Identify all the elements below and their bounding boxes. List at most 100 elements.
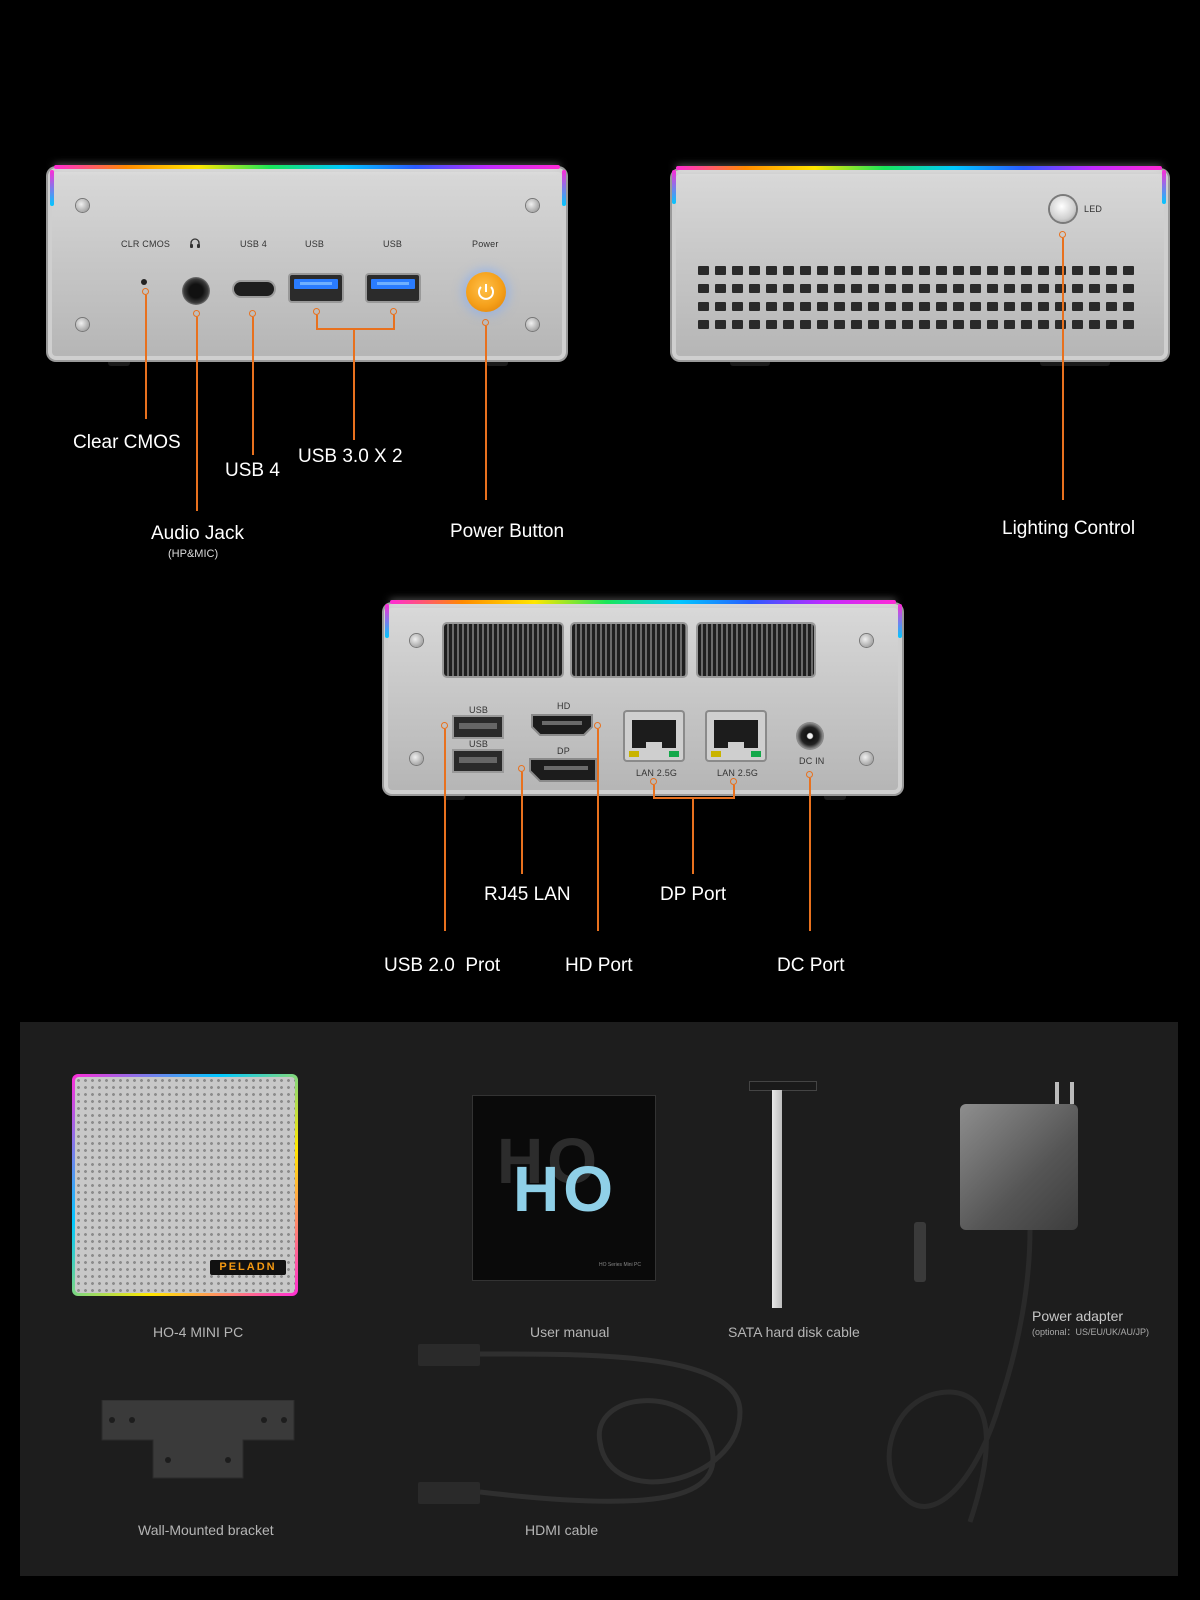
vent-hole bbox=[1038, 266, 1049, 275]
vent-hole bbox=[1004, 284, 1015, 293]
usb20-port-1[interactable] bbox=[454, 717, 502, 737]
vent-hole bbox=[800, 302, 811, 311]
lan-port-2[interactable] bbox=[707, 712, 765, 760]
vent-hole bbox=[1072, 284, 1083, 293]
hdmi-port[interactable] bbox=[530, 713, 594, 737]
vent-hole bbox=[1123, 320, 1134, 329]
usb4-port[interactable] bbox=[234, 282, 274, 296]
vent-hole bbox=[834, 266, 845, 275]
vent-hole bbox=[1089, 284, 1100, 293]
vent-hole bbox=[1038, 302, 1049, 311]
vent-hole bbox=[987, 320, 998, 329]
side-foot-left bbox=[730, 358, 770, 366]
callout-line bbox=[521, 772, 523, 874]
lan-port-1[interactable] bbox=[625, 712, 683, 760]
vent-hole bbox=[698, 320, 709, 329]
power-adapter-image bbox=[960, 1104, 1078, 1230]
led-button[interactable] bbox=[1050, 196, 1076, 222]
vent-hole bbox=[885, 320, 896, 329]
vent-hole bbox=[1038, 320, 1049, 329]
callout-line bbox=[485, 326, 487, 500]
brand-logo: PELADN bbox=[210, 1260, 286, 1275]
vent-hole bbox=[817, 266, 828, 275]
plug-prong bbox=[1055, 1082, 1059, 1104]
screw-icon bbox=[526, 199, 539, 212]
front-rgb-right bbox=[562, 170, 566, 206]
callout-line bbox=[316, 328, 395, 330]
led-label: LED bbox=[1084, 204, 1103, 214]
headphone-icon bbox=[190, 238, 200, 248]
front-chassis bbox=[48, 168, 566, 360]
vent-hole bbox=[800, 266, 811, 275]
clr-cmos-pinhole[interactable] bbox=[141, 279, 147, 285]
vent-hole bbox=[919, 266, 930, 275]
vent-hole bbox=[868, 266, 879, 275]
vent-hole bbox=[1106, 320, 1117, 329]
vent-hole bbox=[1089, 302, 1100, 311]
vent-hole bbox=[885, 266, 896, 275]
callout-power-button: Power Button bbox=[450, 521, 565, 542]
vent-hole bbox=[817, 284, 828, 293]
vent-hole bbox=[732, 302, 743, 311]
lan2-label: LAN 2.5G bbox=[717, 768, 759, 778]
user-manual-image: HO HO HO Series Mini PC bbox=[473, 1096, 655, 1280]
dc-in-label: DC IN bbox=[799, 756, 825, 766]
dc-in-port[interactable] bbox=[796, 722, 824, 750]
side-foot-right bbox=[1040, 358, 1110, 366]
vent-hole bbox=[732, 284, 743, 293]
callout-dot bbox=[313, 308, 320, 315]
vent-hole bbox=[817, 302, 828, 311]
vent-hole bbox=[1021, 320, 1032, 329]
rear-foot-right bbox=[824, 792, 846, 800]
callout-hd-port: HD Port bbox=[565, 955, 633, 976]
vent-hole bbox=[732, 320, 743, 329]
vent-hole bbox=[715, 320, 726, 329]
vent-hole bbox=[987, 266, 998, 275]
vent-hole bbox=[1123, 284, 1134, 293]
vent-hole bbox=[987, 284, 998, 293]
vent-grille bbox=[698, 266, 1138, 338]
rear-rgb-left bbox=[385, 604, 389, 638]
vent-hole bbox=[766, 284, 777, 293]
screw-icon bbox=[76, 199, 89, 212]
dp-port[interactable] bbox=[528, 757, 598, 783]
usb-b-label: USB bbox=[383, 239, 403, 249]
front-foot-left bbox=[108, 358, 130, 366]
callout-line bbox=[252, 317, 254, 455]
usb30-port-2[interactable] bbox=[367, 275, 419, 301]
vent-hole bbox=[1055, 320, 1066, 329]
vent-hole bbox=[766, 320, 777, 329]
vent-hole bbox=[715, 302, 726, 311]
callout-usb20: USB 2.0 Prot bbox=[384, 955, 501, 976]
vent-hole bbox=[1055, 266, 1066, 275]
vent-hole bbox=[885, 302, 896, 311]
hd-label: HD bbox=[557, 701, 571, 711]
hdmi-cable-image bbox=[418, 1344, 743, 1504]
screw-icon bbox=[526, 318, 539, 331]
vent-hole bbox=[800, 320, 811, 329]
front-foot-right bbox=[486, 358, 508, 366]
vent-hole bbox=[1021, 302, 1032, 311]
vent-hole bbox=[1106, 266, 1117, 275]
callout-line bbox=[444, 729, 446, 931]
vent-hole bbox=[970, 284, 981, 293]
power-button[interactable] bbox=[466, 272, 506, 312]
rear-usb-top-label: USB bbox=[469, 705, 489, 715]
callout-dot bbox=[594, 722, 601, 729]
usb20-port-2[interactable] bbox=[454, 751, 502, 771]
screw-icon bbox=[76, 318, 89, 331]
callout-dot bbox=[142, 288, 149, 295]
vent-hole bbox=[698, 302, 709, 311]
usb30-port-1[interactable] bbox=[290, 275, 342, 301]
label-power-adapter: Power adapter bbox=[1032, 1308, 1124, 1324]
audio-jack[interactable] bbox=[182, 277, 210, 305]
vent-hole bbox=[1004, 320, 1015, 329]
vent-hole bbox=[1038, 284, 1049, 293]
screw-icon bbox=[410, 752, 423, 765]
screw-icon bbox=[860, 634, 873, 647]
callout-dot bbox=[1059, 231, 1066, 238]
vent-hole bbox=[749, 302, 760, 311]
callout-line bbox=[653, 785, 655, 798]
vent-hole bbox=[919, 320, 930, 329]
callout-dot bbox=[518, 765, 525, 772]
